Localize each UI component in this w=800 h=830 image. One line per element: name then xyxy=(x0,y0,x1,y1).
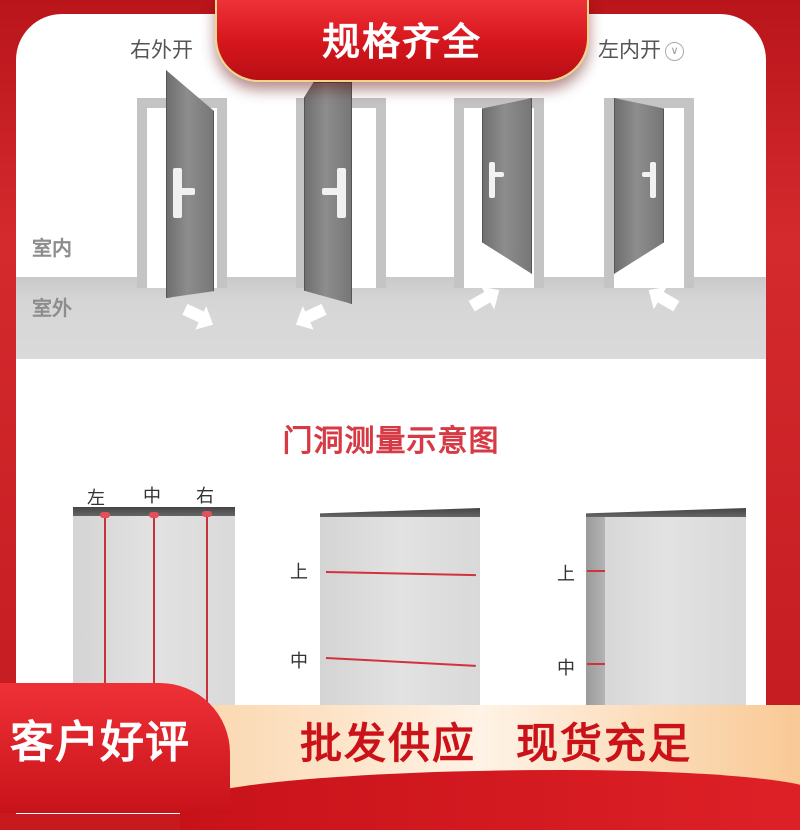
arrow-down-right-icon xyxy=(182,304,214,330)
indoor-label: 室内 xyxy=(32,236,72,260)
door-lever-4 xyxy=(642,172,654,177)
arrow-up-left-icon xyxy=(648,286,680,312)
right-outward-label: 右外开 xyxy=(130,38,193,62)
label-middle-2: 中 xyxy=(290,651,308,672)
measure-dot xyxy=(202,511,212,517)
outdoor-floor xyxy=(16,277,766,359)
measure-line-middle xyxy=(153,514,155,720)
door-opening-panel-3 xyxy=(586,516,746,720)
slogan-wholesale: 批发供应 xyxy=(300,719,477,768)
depth-arrow-top xyxy=(587,570,605,572)
measure-dot xyxy=(100,512,110,518)
door-lever-2 xyxy=(322,188,340,195)
door-lever-3 xyxy=(492,172,504,177)
door-handle-2 xyxy=(337,168,346,218)
door-handle-3 xyxy=(489,162,495,198)
panel-2-top-edge xyxy=(320,508,480,517)
arrow-up-right-icon xyxy=(468,286,500,312)
label-top-3: 上 xyxy=(557,564,575,585)
measure-line-right xyxy=(206,514,208,720)
panel-3-side-depth xyxy=(586,516,605,720)
measurement-title: 门洞测量示意图 xyxy=(282,424,500,459)
chevron-down-circle-icon[interactable]: ∨ xyxy=(665,41,684,61)
measure-line-left xyxy=(104,514,106,720)
slogan-stock: 现货充足 xyxy=(516,719,693,768)
label-top: 上 xyxy=(290,562,308,583)
ribbon-title: 规格齐全 xyxy=(321,19,482,64)
content-card: 右外开 左内开∨ 室内 室外 门洞测量示意图 左 中 右 上 中 上 xyxy=(16,14,766,814)
depth-arrow-middle xyxy=(587,663,605,665)
door-handle-4 xyxy=(650,162,656,198)
outdoor-label: 室外 xyxy=(32,296,72,320)
panel-1-top-edge xyxy=(73,507,235,516)
left-inward-label-wrap: 左内开∨ xyxy=(598,34,684,64)
label-right: 右 xyxy=(196,486,214,507)
arrow-down-left-icon xyxy=(295,304,327,330)
measure-dot xyxy=(149,512,159,518)
ribbon-banner: 规格齐全 xyxy=(215,0,589,82)
footer-badge-bg xyxy=(0,683,230,813)
door-lever-1 xyxy=(179,188,195,195)
door-opening-panel-2 xyxy=(320,514,480,720)
label-left: 左 xyxy=(87,488,105,509)
left-inward-label: 左内开 xyxy=(598,38,661,62)
panel-3-top-edge xyxy=(586,508,746,517)
footer-slogan: 批发供应现货充足 xyxy=(300,710,692,771)
label-middle: 中 xyxy=(143,486,161,507)
door-handle-1 xyxy=(173,168,182,218)
label-middle-3: 中 xyxy=(557,658,575,679)
footer-badge: 客户好评 xyxy=(10,717,190,768)
